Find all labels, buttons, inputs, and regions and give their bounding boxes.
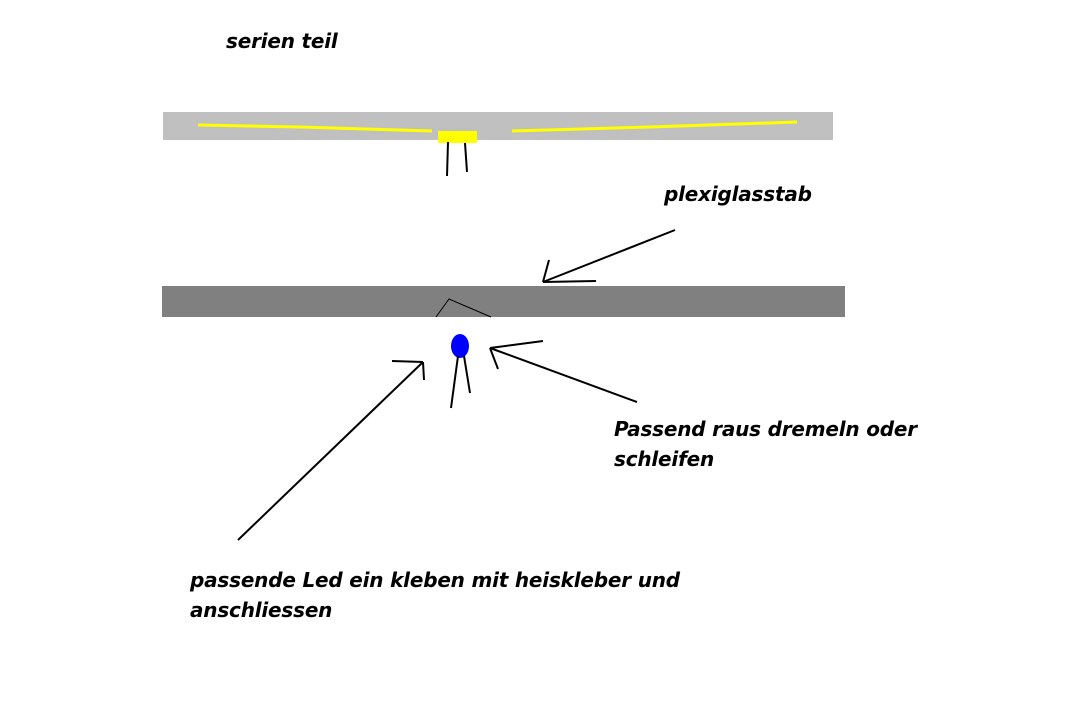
dremeln-instruction-line-1: Passend raus dremeln oder [614, 417, 917, 441]
led-leg-left [450, 355, 459, 409]
led-arrow-shaft [237, 361, 424, 541]
dremeln-arrow [489, 340, 638, 403]
led-arrow [237, 360, 425, 541]
led-arrow-head-a [391, 360, 424, 363]
led [450, 334, 471, 409]
series-light-strip-left [197, 123, 433, 133]
led-instruction-line-2: anschliessen [190, 598, 333, 622]
plexiglass-arrow-head-a [542, 259, 550, 283]
led-leg-right [463, 355, 471, 394]
led-instruction-line-1: passende Led ein kleben mit heiskleber u… [190, 568, 680, 592]
dremeln-arrow-head-b [489, 347, 499, 370]
plexiglass-bar [162, 286, 845, 317]
plexiglass-notch [435, 298, 492, 318]
plexiglass-arrow-shaft [542, 229, 676, 283]
plexiglass-rod [162, 286, 845, 318]
series-led-leg-right [464, 142, 468, 173]
plexiglass-arrow-head-b [542, 280, 597, 283]
led-instruction-label: passende Led ein kleben mit heiskleber u… [190, 565, 680, 625]
series-led-leg-left [446, 141, 449, 177]
dremeln-arrow-shaft [489, 347, 638, 403]
series-led-chip [438, 131, 477, 143]
dremeln-arrow-head-a [489, 340, 544, 349]
series-part-label: serien teil [226, 29, 338, 53]
dremeln-instruction-label: Passend raus dremeln oder schleifen [614, 414, 917, 474]
led-body [451, 334, 469, 358]
plexiglass-label: plexiglasstab [664, 182, 812, 206]
plexiglass-arrow [542, 229, 676, 283]
series-light-strip-right [511, 120, 798, 133]
dremeln-instruction-line-2: schleifen [614, 447, 714, 471]
led-arrow-head-b [422, 361, 425, 381]
series-part [163, 112, 833, 177]
